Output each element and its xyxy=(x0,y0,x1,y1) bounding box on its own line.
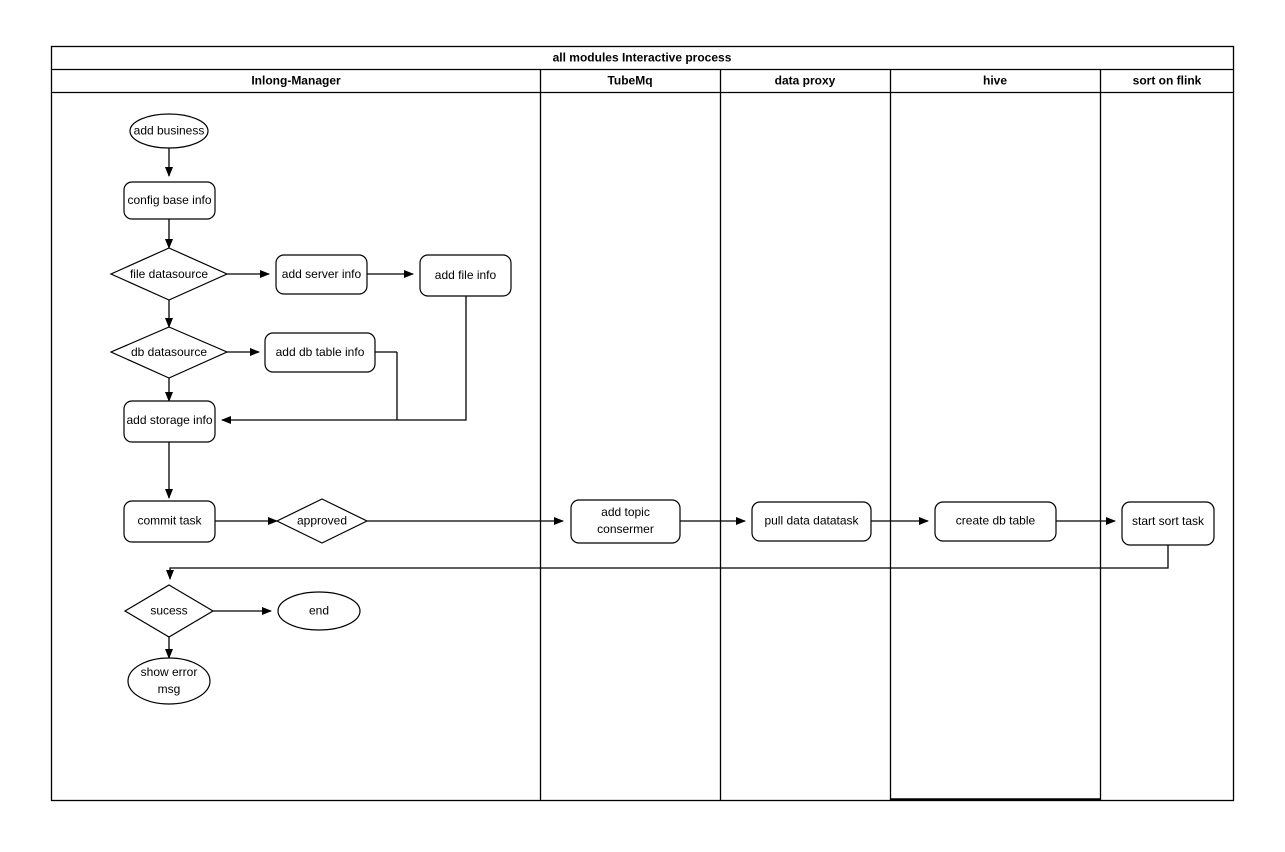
node-show-error-msg[interactable]: show error msg xyxy=(127,657,211,705)
node-add-file-info[interactable]: add file info xyxy=(419,254,512,297)
node-pull-data-datatask[interactable]: pull data datatask xyxy=(751,501,872,542)
end-label: end xyxy=(309,604,329,618)
node-file-datasource[interactable]: file datasource xyxy=(109,247,229,301)
sucess-label: sucess xyxy=(150,604,187,618)
show-error-msg-label-line1: show error xyxy=(141,665,198,679)
node-add-business[interactable]: add business xyxy=(129,113,209,149)
node-approved[interactable]: approved xyxy=(275,498,369,544)
diagram-title: all modules Interactive process xyxy=(553,51,732,65)
node-create-db-table[interactable]: create db table xyxy=(934,501,1057,542)
approved-label: approved xyxy=(297,514,347,528)
sucess-diamond[interactable] xyxy=(123,584,215,638)
node-sucess[interactable]: sucess xyxy=(123,584,215,638)
db-datasource-label: db datasource xyxy=(131,345,207,359)
pull-data-datatask-label: pull data datatask xyxy=(764,514,859,528)
config-base-info-label: config base info xyxy=(127,193,211,207)
lane-header-sort-on-flink: sort on flink xyxy=(1133,74,1202,88)
lane-header-inlong-manager: Inlong-Manager xyxy=(251,74,341,88)
swimlane-frame xyxy=(50,45,1235,802)
end-ellipse[interactable] xyxy=(277,591,361,631)
db-datasource-diamond[interactable] xyxy=(109,326,229,379)
lane-header-hive: hive xyxy=(983,74,1007,88)
node-end[interactable]: end xyxy=(277,591,361,631)
edge-start-sort-task-to-sucess xyxy=(166,545,1169,580)
node-add-topic-consermer[interactable]: add topic consermer xyxy=(570,499,681,544)
add-file-info-label: add file info xyxy=(435,268,497,282)
node-add-db-table-info[interactable]: add db table info xyxy=(264,332,376,373)
node-commit-task[interactable]: commit task xyxy=(123,500,216,543)
create-db-table-box[interactable] xyxy=(934,501,1057,542)
add-server-info-box[interactable] xyxy=(275,254,368,295)
node-config-base-info[interactable]: config base info xyxy=(123,181,216,220)
diagram-outer-border xyxy=(50,45,1235,802)
file-datasource-label: file datasource xyxy=(130,267,208,281)
node-db-datasource[interactable]: db datasource xyxy=(109,326,229,379)
commit-task-label: commit task xyxy=(137,514,202,528)
config-base-info-box[interactable] xyxy=(123,181,216,220)
commit-task-box[interactable] xyxy=(123,500,216,543)
file-datasource-diamond[interactable] xyxy=(109,247,229,301)
node-add-storage-info[interactable]: add storage info xyxy=(123,400,216,443)
add-business-label: add business xyxy=(134,124,205,138)
add-topic-consermer-box[interactable] xyxy=(570,499,681,544)
node-start-sort-task[interactable]: start sort task xyxy=(1121,501,1215,546)
lane-header-tubemq: TubeMq xyxy=(607,74,652,88)
add-server-info-label: add server info xyxy=(282,267,362,281)
add-business-ellipse[interactable] xyxy=(129,113,209,149)
add-storage-info-box[interactable] xyxy=(123,400,216,443)
show-error-msg-label-line2: msg xyxy=(158,682,181,696)
pull-data-datatask-box[interactable] xyxy=(751,501,872,542)
add-topic-consermer-label-line2: consermer xyxy=(597,522,654,536)
edges-layer xyxy=(165,148,1169,659)
lane-header-data-proxy: data proxy xyxy=(775,74,836,88)
add-db-table-info-label: add db table info xyxy=(276,345,365,359)
start-sort-task-label: start sort task xyxy=(1132,514,1205,528)
add-db-table-info-box[interactable] xyxy=(264,332,376,373)
create-db-table-label: create db table xyxy=(956,514,1036,528)
show-error-msg-ellipse[interactable] xyxy=(127,657,211,705)
node-add-server-info[interactable]: add server info xyxy=(275,254,368,295)
add-topic-consermer-label-line1: add topic xyxy=(601,505,650,519)
add-file-info-box[interactable] xyxy=(419,254,512,297)
edge-add-file-info-to-add-storage-info xyxy=(221,296,467,424)
approved-diamond[interactable] xyxy=(275,498,369,544)
start-sort-task-box[interactable] xyxy=(1121,501,1215,546)
add-storage-info-label: add storage info xyxy=(126,413,212,427)
